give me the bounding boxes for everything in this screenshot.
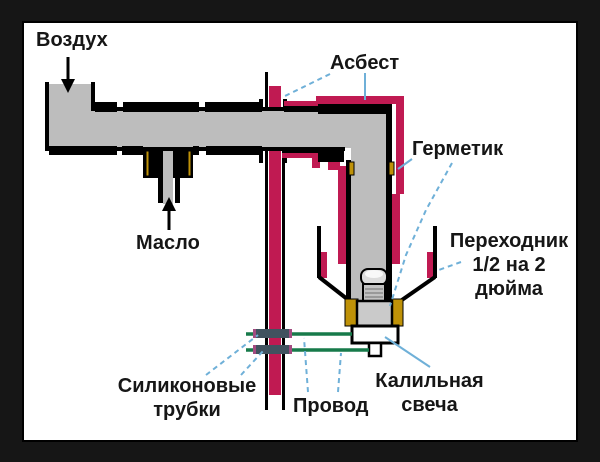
label-asbestos: Асбест (330, 52, 400, 74)
diagram-panel (22, 21, 578, 442)
air-arrow-down-icon (61, 57, 75, 93)
label-silicone-tubes: Силиконовые трубки (107, 374, 267, 422)
label-adapter-line3: дюйма (475, 278, 543, 300)
glow-plug (350, 268, 400, 358)
oil-arrow-up-icon (162, 197, 176, 230)
label-silicone-line2: трубки (153, 399, 221, 421)
label-adapter-line1: Переходник (449, 230, 569, 252)
label-silicone-line1: Силиконовые (117, 375, 257, 397)
label-wire: Провод (293, 395, 369, 417)
label-oil: Масло (136, 232, 200, 254)
label-adapter: Переходник 1/2 на 2 дюйма (443, 229, 575, 301)
label-air: Воздух (36, 29, 108, 51)
label-adapter-line2: 1/2 на 2 (472, 254, 546, 276)
label-glow-plug: Калильная свеча (367, 369, 492, 417)
pointer-lines (205, 73, 462, 393)
label-plug-line1: Калильная (375, 370, 484, 392)
label-sealant: Герметик (412, 138, 504, 160)
wires-and-tubes (246, 329, 369, 354)
asbestos-wrap (282, 96, 433, 278)
label-plug-line2: свеча (401, 394, 458, 416)
